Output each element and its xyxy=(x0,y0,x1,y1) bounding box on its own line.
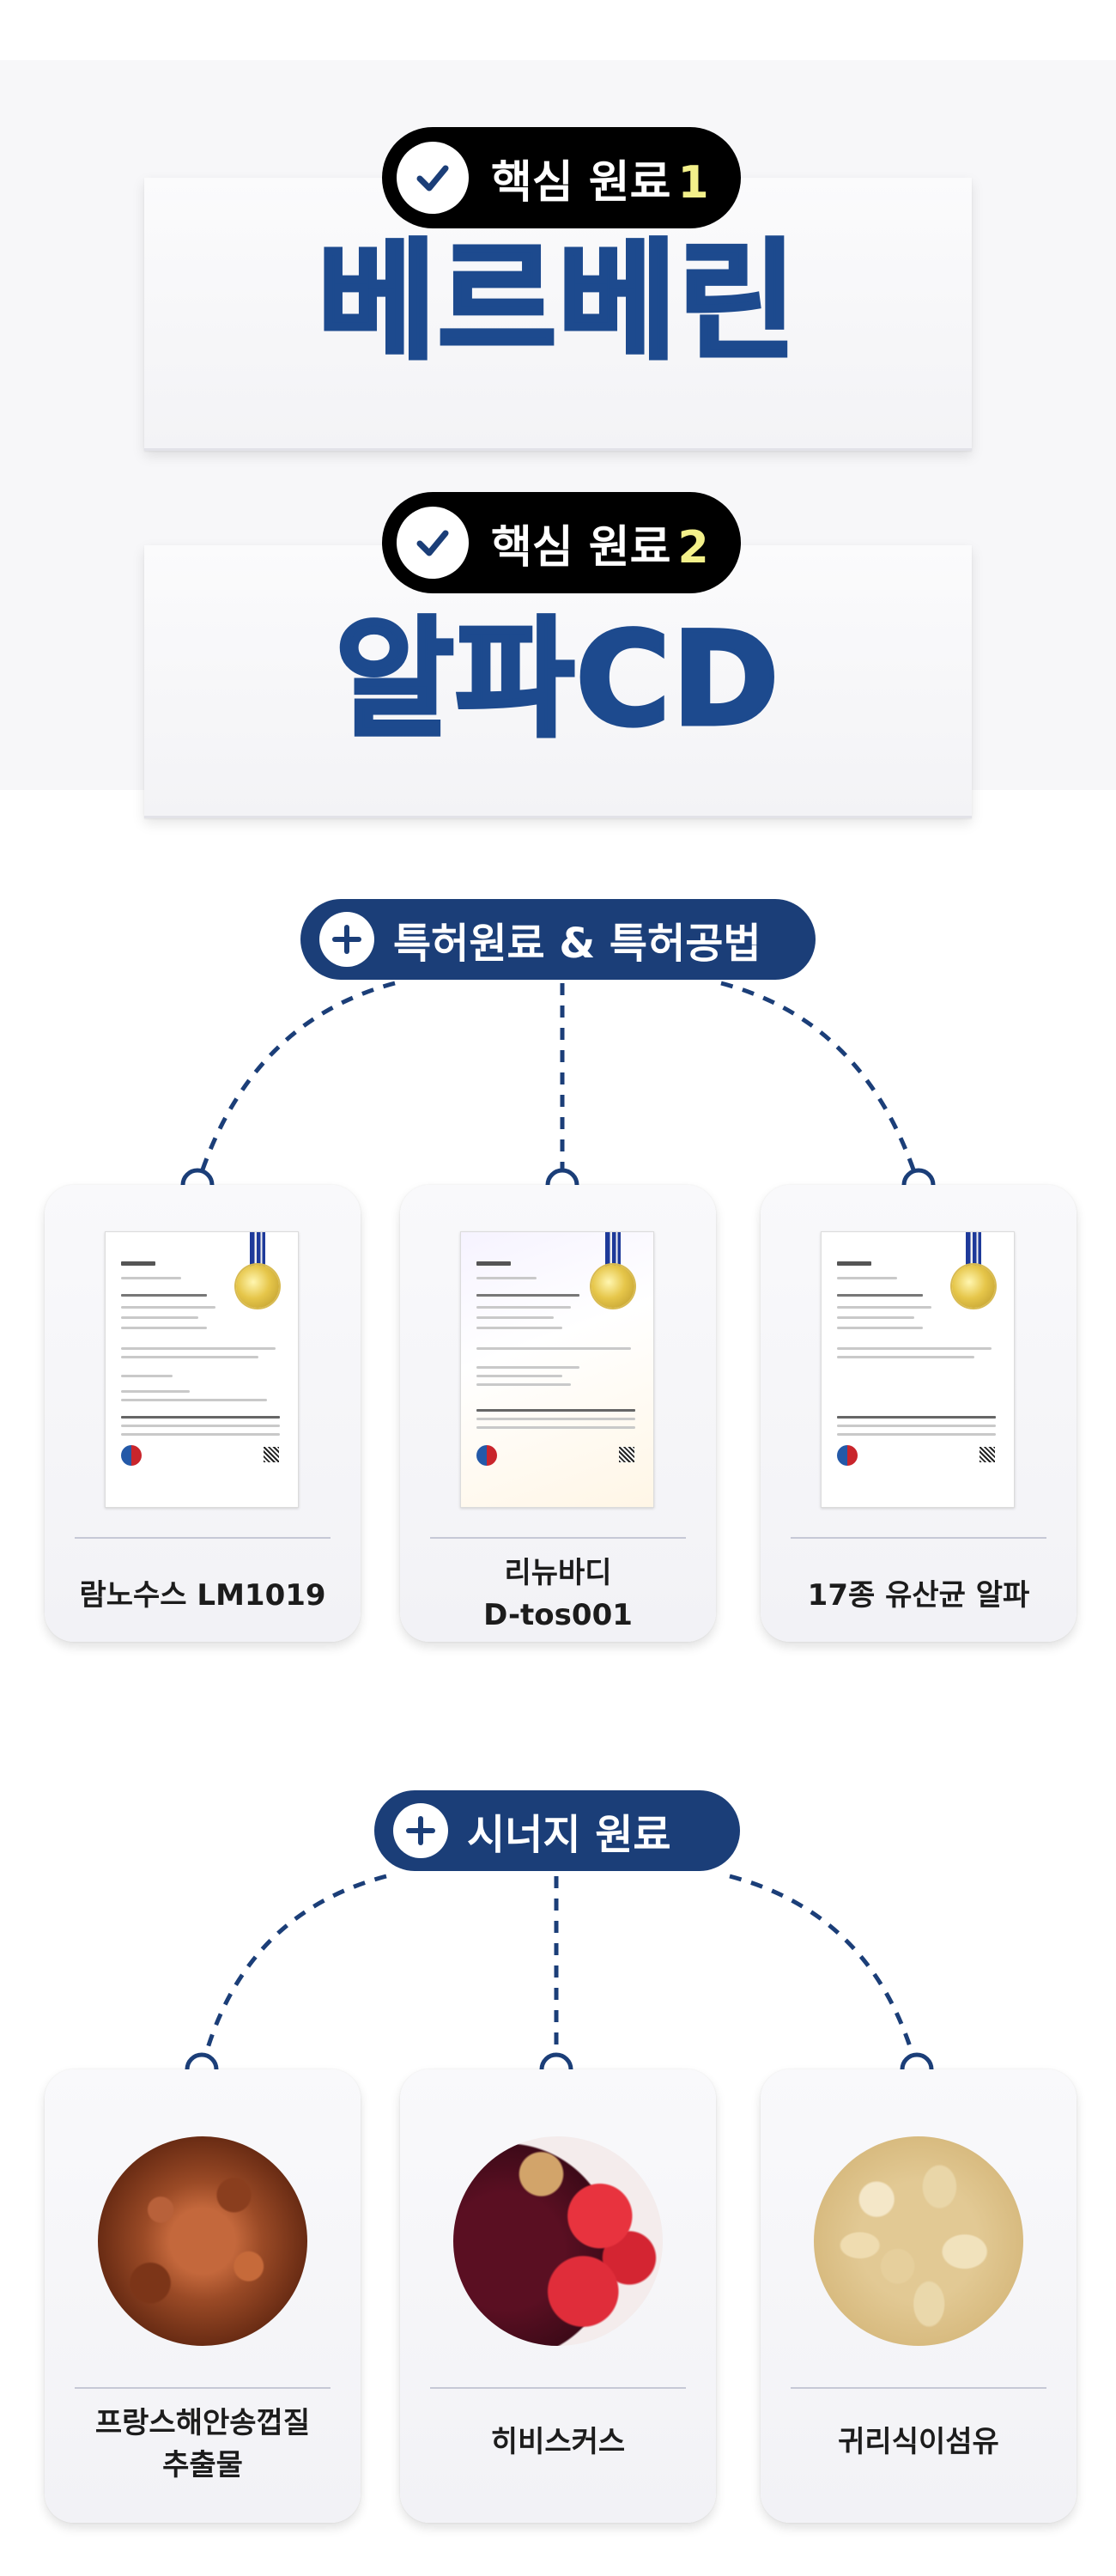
card-label-line: 귀리식이섬유 xyxy=(838,2425,999,2459)
card-label-line: 히비스커스 xyxy=(490,2425,626,2459)
synergy-connectors xyxy=(185,1874,934,2087)
patent-card-label-1: 람노수스 LM1019 xyxy=(45,1575,361,1617)
card-divider xyxy=(791,1537,1046,1539)
card-label-line: 17종 유산균 알파 xyxy=(807,1578,1030,1613)
check-icon xyxy=(397,507,469,579)
patent-card-1: 람노수스 LM1019 xyxy=(45,1185,361,1642)
synergy-card-2: 히비스커스 xyxy=(400,2069,716,2523)
card-divider xyxy=(430,2387,686,2389)
card-label-line: 리뉴바디 xyxy=(504,1556,612,1590)
pine-bark-photo xyxy=(98,2136,307,2346)
patent-certificate-image xyxy=(105,1231,299,1508)
core-badge-label: 핵심 원료 xyxy=(491,156,671,209)
card-divider xyxy=(75,2387,331,2389)
patent-card-label-3: 17종 유산균 알파 xyxy=(761,1575,1077,1617)
patent-connectors xyxy=(180,981,936,1202)
core-badge-number: 1 xyxy=(677,156,709,209)
check-icon xyxy=(397,142,469,214)
patent-card-2: 리뉴바디 D-tos001 xyxy=(400,1185,716,1642)
synergy-header-pill: 시너지 원료 xyxy=(374,1790,740,1871)
card-divider xyxy=(75,1537,331,1539)
patent-card-label-2: 리뉴바디 D-tos001 xyxy=(400,1552,716,1637)
core-badge-number: 2 xyxy=(677,521,709,574)
card-label-line: 추출물 xyxy=(162,2448,243,2483)
synergy-card-label-1: 프랑스해안송껍질 추출물 xyxy=(45,2403,361,2488)
patent-certificate-image xyxy=(460,1231,654,1508)
patent-header-pill: 특허원료 & 특허공법 xyxy=(300,899,816,980)
plus-icon xyxy=(319,912,374,967)
core-card-2: 알파CD xyxy=(144,545,972,818)
synergy-header-text: 시너지 원료 xyxy=(467,1811,671,1859)
card-label-line: 프랑스해안송껍질 xyxy=(94,2406,311,2440)
patent-card-3: 17종 유산균 알파 xyxy=(761,1185,1077,1642)
patent-header-text: 특허원료 & 특허공법 xyxy=(393,920,761,968)
core-badge-label: 핵심 원료 xyxy=(491,521,671,574)
synergy-card-label-2: 히비스커스 xyxy=(400,2421,716,2464)
patent-certificate-image xyxy=(821,1231,1015,1508)
core-title-2: 알파CD xyxy=(333,605,781,755)
card-label-line: 람노수스 LM1019 xyxy=(79,1578,326,1613)
card-divider xyxy=(791,2387,1046,2389)
core-title-1: 베르베린 xyxy=(315,228,798,377)
oat-fiber-photo xyxy=(814,2136,1023,2346)
plus-icon xyxy=(393,1803,448,1858)
hibiscus-photo xyxy=(453,2136,663,2346)
synergy-card-3: 귀리식이섬유 xyxy=(761,2069,1077,2523)
synergy-card-label-3: 귀리식이섬유 xyxy=(761,2421,1077,2464)
card-divider xyxy=(430,1537,686,1539)
synergy-card-1: 프랑스해안송껍질 추출물 xyxy=(45,2069,361,2523)
card-label-line: D-tos001 xyxy=(483,1598,633,1633)
